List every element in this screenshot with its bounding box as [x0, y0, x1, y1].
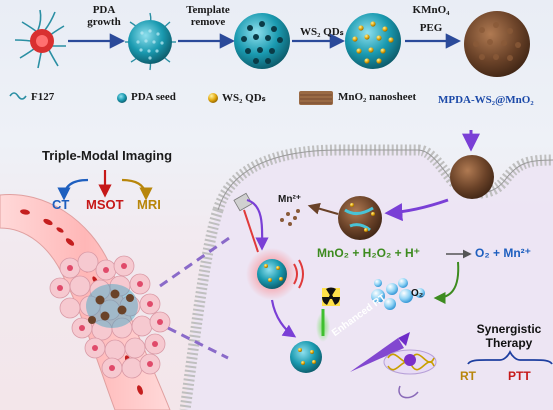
legend-f127-label: F127	[31, 91, 55, 103]
arrow-oxygen-release	[433, 261, 460, 304]
enhanced-rt-arrowhead	[398, 332, 410, 346]
arrow-to-ptt	[246, 198, 269, 251]
particle-entering-cell	[450, 155, 494, 199]
cell-membrane	[179, 144, 553, 410]
step-template-line1: Template	[186, 4, 230, 16]
radiation-beam	[316, 309, 330, 342]
arrow-to-rt	[270, 299, 297, 338]
f127-micelle	[14, 9, 66, 69]
dna-fragment	[398, 385, 419, 399]
pda-seed-with-template	[125, 12, 176, 71]
product-name-label: MPDA-WS₂@MnO₂	[438, 94, 534, 106]
reaction-products: O₂ + Mn²⁺	[475, 246, 531, 260]
step-kmno4-label: KMnO₄ PEG	[408, 4, 454, 35]
radiation-icon	[322, 287, 340, 306]
enhanced-rt-arrow	[350, 338, 404, 372]
legend-mno2-label: MnO₂ nanosheet	[338, 91, 417, 103]
legend-row	[9, 91, 333, 105]
mno2-nanosheet-icon	[299, 91, 333, 105]
therapy-ptt-label: PTT	[508, 369, 531, 383]
step-ws2-label: WS₂ QDₛ	[300, 26, 344, 38]
synthesis-row	[14, 9, 530, 77]
f127-chain-icon	[9, 92, 27, 100]
step-template-label: Template remove	[180, 4, 236, 28]
o2-bubble-label: O₂	[411, 288, 424, 299]
reaction-reactants: MnO₂ + H₂O₂ + H⁺	[317, 246, 421, 260]
step-pda-line2: growth	[87, 16, 121, 28]
dna-nucleus	[383, 349, 437, 375]
imaging-msot-label: MSOT	[86, 197, 124, 212]
step-pda-line1: PDA	[92, 4, 116, 16]
synergistic-therapy-title: Synergistic Therapy	[466, 322, 552, 350]
step-pda-growth-label: PDA growth	[84, 4, 124, 28]
mn-ion-dots	[280, 209, 300, 226]
arrow-mn-release	[307, 202, 339, 215]
legend-ws2-label: WS₂ QDₛ	[222, 92, 266, 104]
oxygen-bubbles	[371, 278, 425, 310]
ws2-loaded-sphere	[345, 13, 401, 69]
imaging-mri-label: MRI	[137, 197, 161, 212]
legend-pda-seed-label: PDA seed	[131, 91, 176, 103]
therapy-title-line2: Therapy	[485, 336, 533, 350]
tumor-cell-cluster	[49, 251, 171, 379]
therapy-title-line1: Synergistic	[476, 322, 542, 336]
therapy-brace	[467, 349, 553, 365]
degrading-nanoparticle	[338, 196, 382, 240]
zoom-line-bottom	[167, 326, 229, 360]
mri-arrow	[121, 178, 153, 201]
heated-nanoparticle	[246, 248, 304, 300]
pda-seed-icon	[117, 93, 127, 103]
therapy-rt-label: RT	[460, 369, 476, 383]
mesoporous-pda	[234, 13, 290, 69]
ct-arrow	[57, 178, 89, 201]
imaging-ct-label: CT	[52, 197, 70, 212]
step-template-line2: remove	[190, 16, 226, 28]
imaging-title: Triple-Modal Imaging	[42, 148, 173, 163]
arrow-to-degradation	[384, 198, 449, 222]
step-kmno4-line1: KMnO₄	[412, 4, 450, 16]
ws2-dot-icon	[208, 93, 218, 103]
step-kmno4-line2: PEG	[419, 22, 443, 34]
rt-nanoparticle	[290, 341, 322, 373]
mpda-ws2-mno2-nanoparticle	[464, 11, 530, 77]
mn-ion-label: Mn²⁺	[278, 194, 302, 205]
